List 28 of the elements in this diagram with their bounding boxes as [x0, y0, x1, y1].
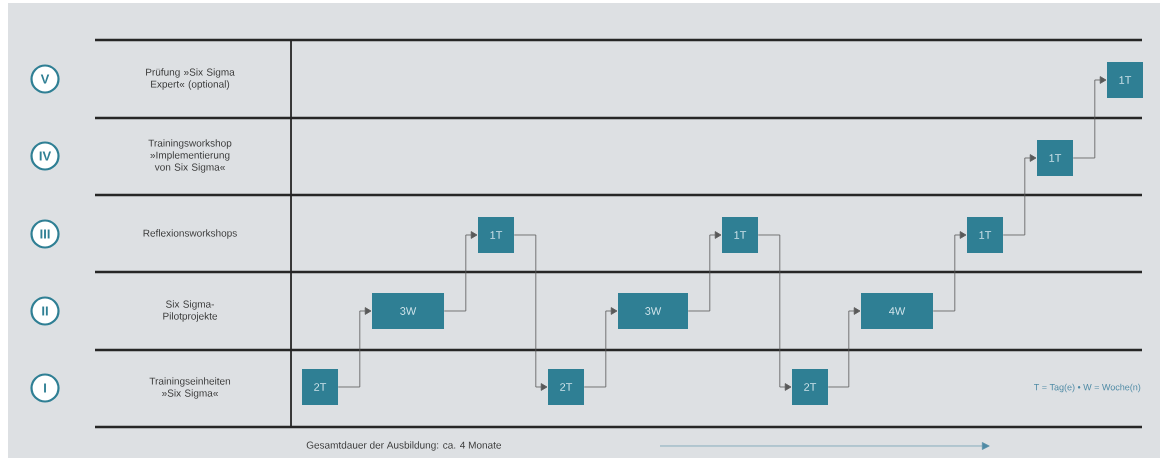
duration-box: 2T — [302, 369, 338, 405]
row-label: Six Sigma- Pilotprojekte — [163, 300, 218, 322]
duration-box: 1T — [1037, 140, 1073, 176]
abbreviation-note: T = Tag(e) • W = Woche(n) — [1034, 383, 1141, 393]
duration-box: 2T — [548, 369, 584, 405]
elbow-arrow — [757, 234, 792, 391]
elbow-arrow — [932, 231, 967, 312]
duration-box: 1T — [478, 217, 514, 253]
duration-box: 1T — [967, 217, 1003, 253]
row-label: Trainingseinheiten »Six Sigma« — [149, 377, 230, 399]
duration-box: 3W — [372, 293, 444, 329]
elbow-arrow — [687, 231, 722, 312]
duration-box: 1T — [1107, 62, 1143, 98]
duration-box: 3W — [618, 293, 688, 329]
elbow-arrow — [1002, 154, 1037, 236]
elbow-arrow — [337, 307, 372, 388]
elbow-arrow — [1072, 76, 1107, 159]
row-label: Trainingsworkshop »Implementierung von Six Sigma« — [148, 139, 232, 173]
elbow-arrow — [443, 231, 478, 312]
duration-box: 4W — [861, 293, 933, 329]
row-label: Reflexionsworkshops — [143, 229, 237, 239]
duration-box: 1T — [722, 217, 758, 253]
elbow-arrow — [583, 307, 618, 388]
duration-box: 2T — [792, 369, 828, 405]
duration-note: Gesamtdauer der Ausbildung: ca. 4 Monate — [306, 441, 502, 451]
row-label: Prüfung »Six Sigma Expert« (optional) — [146, 68, 235, 90]
elbow-arrow — [513, 234, 548, 391]
elbow-arrow — [827, 307, 861, 388]
